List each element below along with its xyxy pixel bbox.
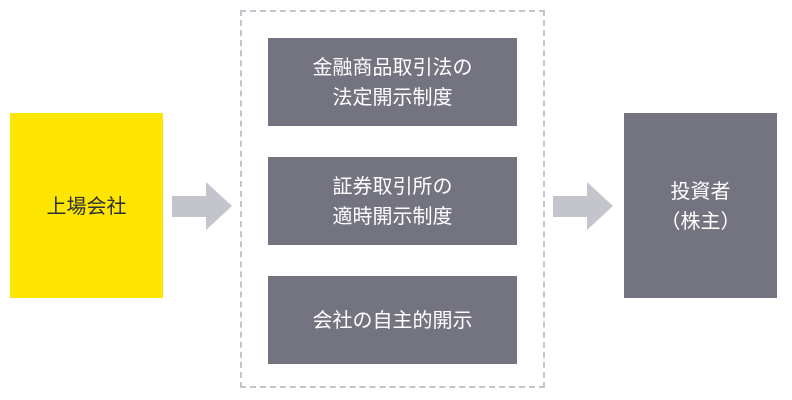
investors-box: 投資者 （株主）: [624, 113, 777, 298]
fiea-disclosure-box: 金融商品取引法の 法定開示制度: [268, 38, 517, 126]
arrow-right-icon: [172, 182, 232, 230]
voluntary-disclosure-box: 会社の自主的開示: [268, 276, 517, 364]
disclosure-group: [240, 10, 545, 388]
arrow-right-icon: [553, 182, 613, 230]
exchange-disclosure-box: 証券取引所の 適時開示制度: [268, 157, 517, 245]
listed-company-box: 上場会社: [10, 113, 163, 298]
